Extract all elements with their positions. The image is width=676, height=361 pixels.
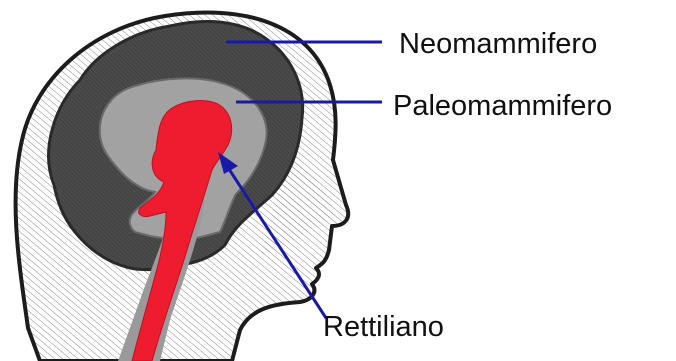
label-rettiliano: Rettiliano <box>323 313 444 342</box>
label-neomammifero: Neomammifero <box>399 30 597 59</box>
label-paleomammifero: Paleomammifero <box>393 92 612 121</box>
